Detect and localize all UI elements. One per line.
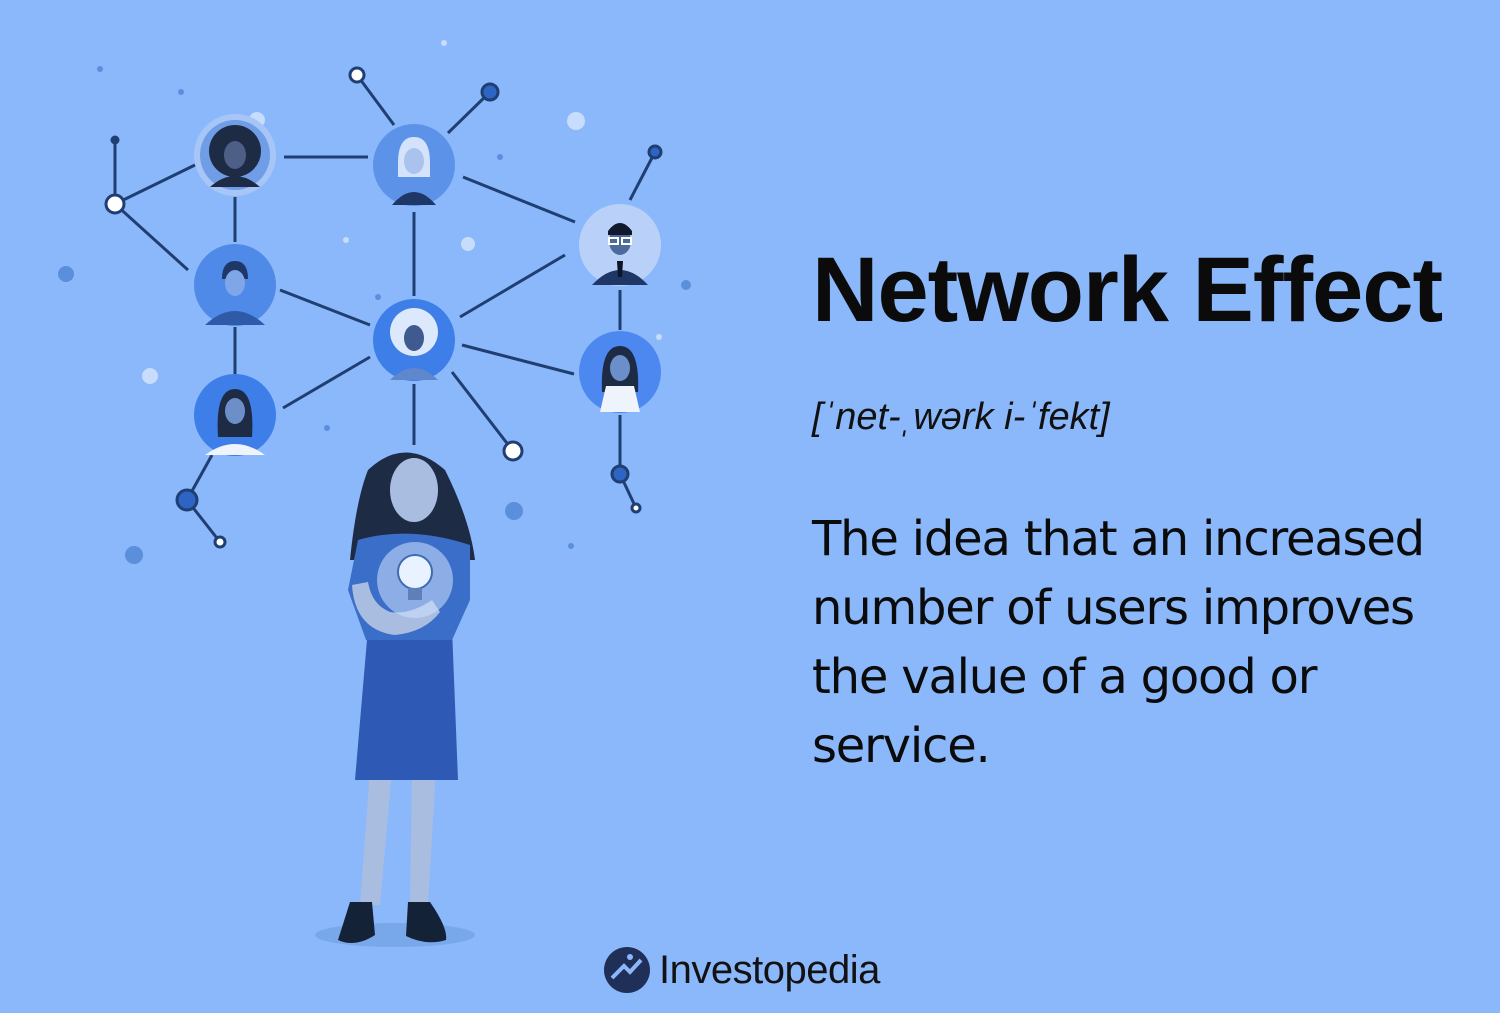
avatar-icon: [194, 114, 276, 196]
brand-logo-spacer: [605, 947, 651, 993]
avatar-icon: [579, 331, 661, 413]
page-title: Network Effect: [812, 239, 1443, 341]
woman-holding-lightbulb-icon: [315, 452, 475, 947]
avatar-icon: [194, 244, 276, 326]
avatar-nodes: [194, 114, 661, 456]
network-nodes: [104, 66, 663, 549]
brand-footer: Investopedia: [605, 944, 880, 996]
definition-text: The idea that an increased number of use…: [812, 511, 1425, 774]
avatar-icon: [579, 204, 661, 286]
brand-name: Investopedia: [659, 947, 880, 992]
investopedia-logo-icon: [604, 947, 650, 993]
avatar-icon: [373, 124, 455, 206]
avatar-icon: [194, 374, 276, 456]
avatar-icon: [373, 299, 455, 381]
network-lines: [113, 74, 657, 543]
pronunciation-text: [ˈnet-ˌwərk i-ˈfekt]: [812, 396, 1110, 438]
